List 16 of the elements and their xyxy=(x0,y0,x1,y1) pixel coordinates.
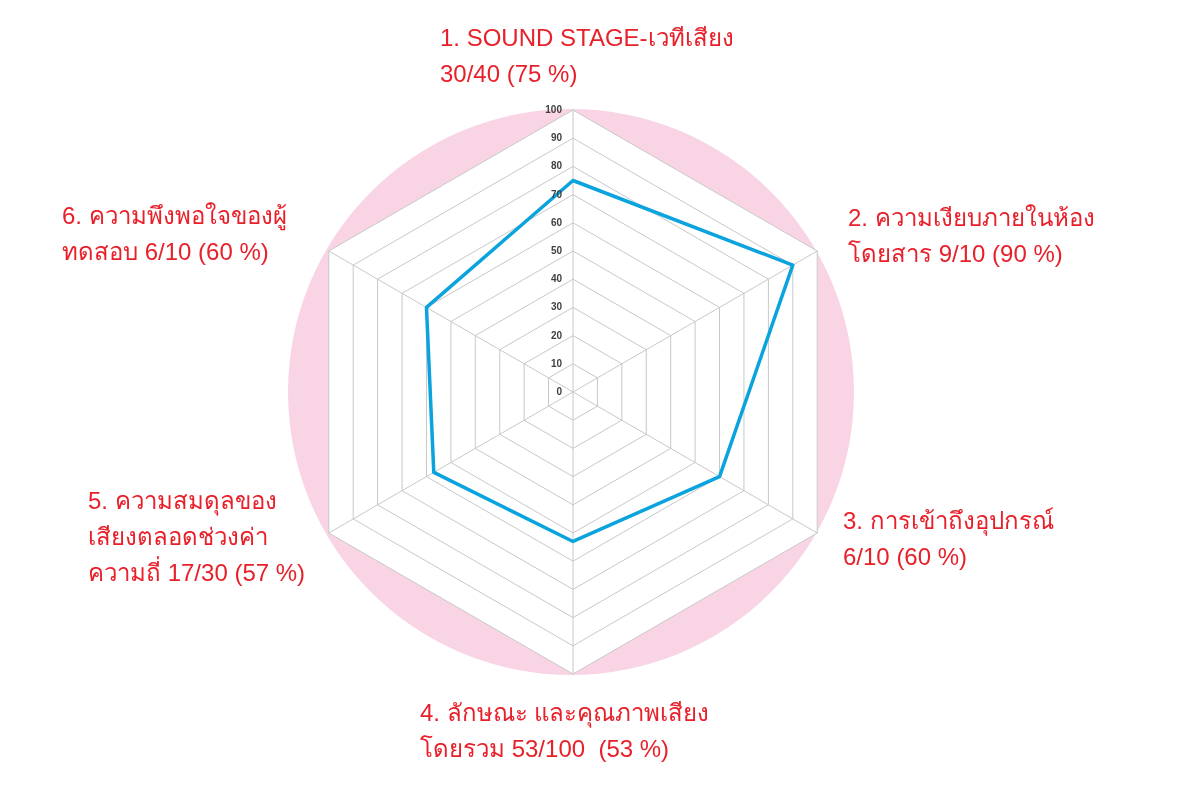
tick-label: 40 xyxy=(549,274,562,285)
tick-label: 50 xyxy=(549,246,562,256)
axis-label: 3. การเข้าถึงอุปกรณ์ 6/10 (60 %) xyxy=(843,506,1055,572)
axis-label: 6. ความพึงพอใจของผู้ทดสอบ 6/10 (60 %) xyxy=(62,201,288,267)
tick-label: 60 xyxy=(549,217,562,228)
tick-label: 100 xyxy=(544,105,562,115)
tick-label: 80 xyxy=(549,161,562,172)
axis-label: 2. ความเงียบภายในห้องโดยสาร 9/10 (90 %) xyxy=(848,203,1096,269)
tick-label: 10 xyxy=(549,358,562,369)
tick-label: 20 xyxy=(549,330,562,341)
tick-label: 90 xyxy=(549,133,562,144)
axis-label: 4. ลักษณะ และคุณภาพเสียงโดยรวม 53/100 (53 %) xyxy=(420,698,711,764)
axis-label: 1. SOUND STAGE-เวทีเสียง 30/40 (75 %) xyxy=(440,23,735,89)
tick-label: 0 xyxy=(555,387,562,397)
axis-label: 5. ความสมดุลของเสียงตลอดช่วงค่าความถี่ 17/30 (57 %) xyxy=(88,486,307,588)
tick-label: 30 xyxy=(549,302,562,313)
